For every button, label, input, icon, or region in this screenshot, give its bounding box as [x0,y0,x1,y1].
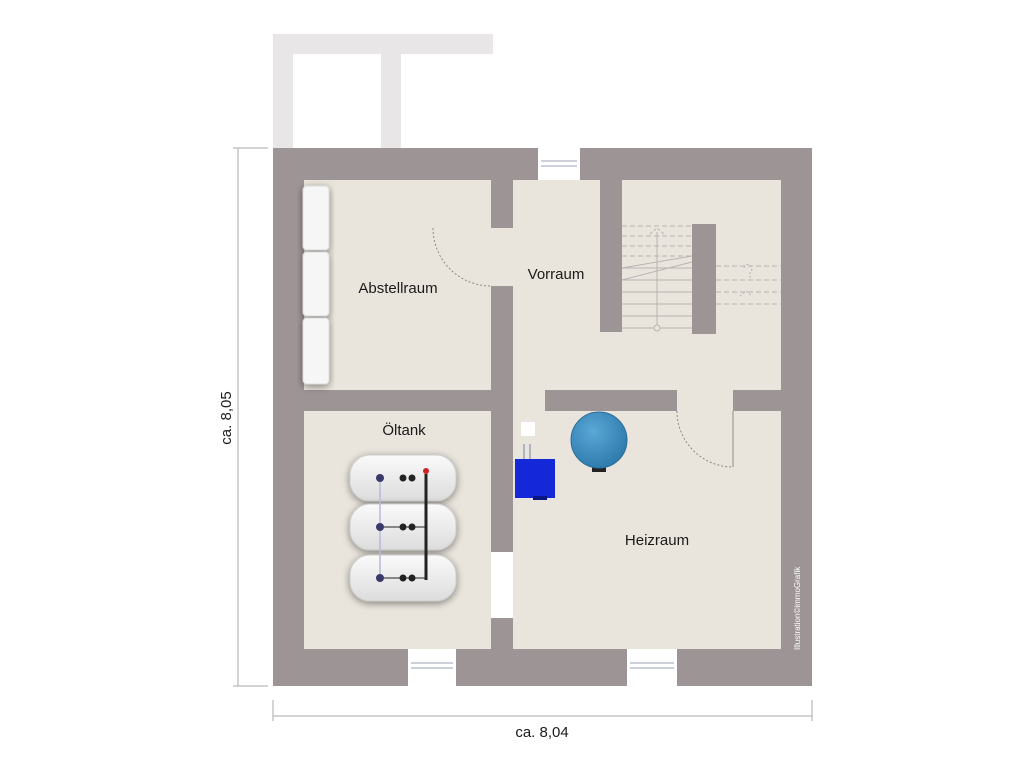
room-floors [304,180,781,649]
dimension-height [233,147,268,687]
label-oeltank: Öltank [382,421,426,439]
credit-label: Illustration©immoGrafik [793,566,802,650]
shelving [302,185,330,385]
floor-stairwell [600,180,781,390]
label-vorraum: Vorraum [528,266,585,283]
chimney-vent [521,422,535,436]
interior-walls [600,180,716,334]
dimension-height-label: ca. 8,05 [218,391,235,444]
window-bottom-right [627,649,677,686]
window-top [538,148,580,180]
dimension-width [272,700,813,721]
door-heizraum [676,410,734,468]
label-abstellraum: Abstellraum [358,280,437,297]
floor-heizraum [513,411,781,649]
floor-vorraum [513,180,600,390]
dimension-width-label: ca. 8,04 [515,724,568,741]
floor-abstellraum [304,180,491,390]
water-tank [570,411,628,472]
windows [408,148,677,686]
window-bottom-left [408,649,456,686]
burner-unit [515,459,555,498]
staircase [621,225,781,332]
label-heizraum: Heizraum [625,532,689,549]
oil-tanks [349,454,457,602]
doors [432,227,734,468]
tank-fittings [376,468,429,582]
door-abstellraum [432,227,492,287]
terrace-frame [273,34,493,149]
heating-equipment [515,411,628,500]
window-interior [491,552,513,618]
